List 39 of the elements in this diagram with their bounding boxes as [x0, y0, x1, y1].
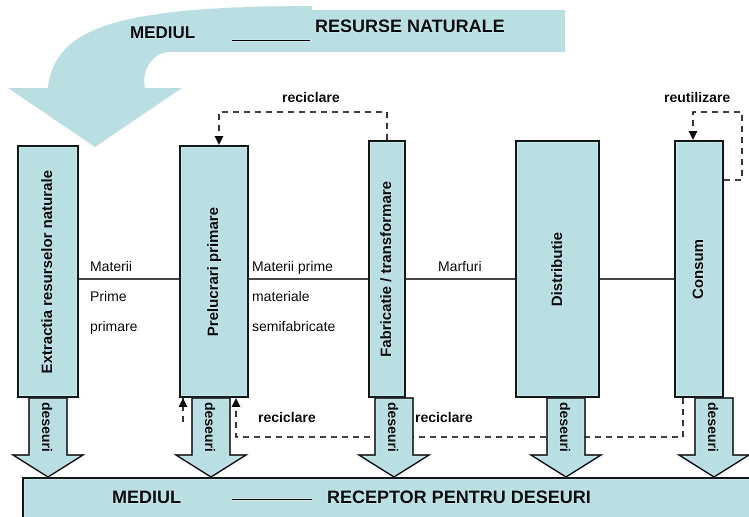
dashed-arrow: [214, 111, 388, 145]
band-label: MEDIUL: [112, 487, 181, 508]
dashed-arrow: [178, 398, 188, 422]
process-box: [17, 145, 79, 398]
edge-label: deseuri: [705, 402, 721, 452]
process-box: [674, 140, 724, 398]
edge-label: deseuri: [557, 402, 573, 452]
edge-label: Marfuri: [438, 257, 483, 276]
edge-label: deseuri: [39, 402, 55, 452]
edge-label: deseuri: [385, 402, 401, 452]
dashed-arrow: [688, 111, 743, 181]
block-arrow: [676, 397, 749, 478]
arrow-label: MEDIUL: [130, 23, 196, 43]
connector-line: [406, 278, 515, 280]
edge-label: reciclare: [282, 89, 340, 105]
box-label: Consum: [690, 239, 708, 299]
block-arrow: [173, 397, 249, 478]
box-label: Fabricatie / transformare: [378, 181, 396, 357]
connector-line: [600, 278, 674, 280]
edge-label: deseuri: [202, 402, 218, 452]
block-arrow: [356, 397, 432, 478]
process-box: [368, 140, 406, 398]
band-label: RECEPTOR PENTRU DESEURI: [327, 487, 591, 508]
edge-label: Materii Prime primare: [90, 257, 138, 336]
edge-label: Materii prime materiale semifabricate: [252, 257, 336, 336]
box-label: Prelucrari primare: [205, 206, 223, 336]
box-label: Extractia resurselor naturale: [39, 170, 57, 374]
arrow-label: RESURSE NATURALE: [315, 16, 505, 37]
connector-line: [79, 278, 179, 280]
flow-label: reciclare: [415, 409, 473, 425]
connector-line: [249, 278, 368, 280]
edge-label: reutilizare: [664, 89, 730, 105]
process-box: [179, 145, 249, 398]
band: [22, 477, 749, 517]
box-label: Distributie: [548, 232, 566, 306]
block-arrow: [528, 397, 604, 478]
process-box: [515, 140, 600, 398]
edge-label: reciclare: [258, 409, 316, 425]
block-arrow: [10, 397, 86, 478]
